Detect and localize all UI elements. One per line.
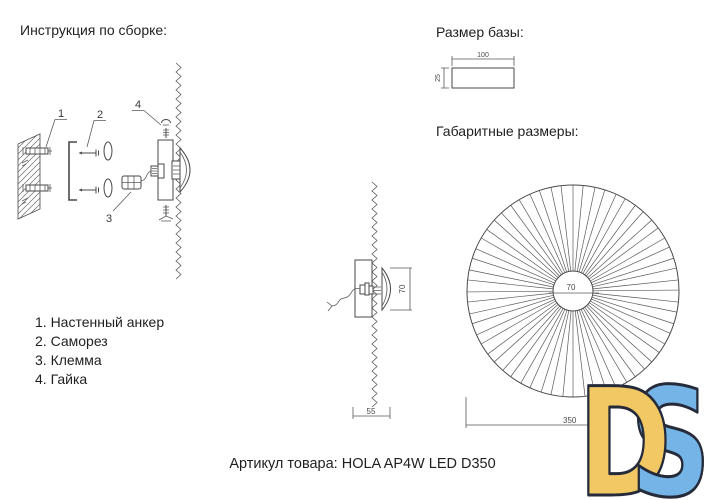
hub-circle xyxy=(552,270,594,312)
wall-hatch-section xyxy=(17,133,41,220)
part-item: 2. Саморез xyxy=(35,333,108,349)
side-depth-label: 70 xyxy=(398,284,407,293)
anchor-mark xyxy=(21,159,29,167)
width-dimension: 55 xyxy=(352,407,391,419)
assembly-title: Инструкция по сборке: xyxy=(20,22,168,38)
part-item: 1. Настенный анкер xyxy=(35,314,165,330)
logo-letter-s-overlap: S xyxy=(630,378,711,500)
assembly-diagram: 1 2 4 3 xyxy=(17,62,191,280)
side-width-label: 55 xyxy=(367,407,376,416)
svg-text:4: 4 xyxy=(135,99,141,111)
screw-vertical xyxy=(163,128,169,138)
lamp-socket xyxy=(359,282,381,296)
wall-line xyxy=(371,181,378,408)
terminal-block xyxy=(121,175,142,190)
base-rect xyxy=(451,67,515,89)
brand-logo: S D S xyxy=(578,378,724,500)
front-view-drawing: 70 350 xyxy=(465,184,680,428)
overall-diameter-label: 350 xyxy=(563,416,577,425)
part-item: 4. Гайка xyxy=(35,371,88,387)
overall-size-title: Габаритные размеры: xyxy=(436,123,579,139)
fan-pleats xyxy=(466,185,680,397)
part-item: 3. Клемма xyxy=(35,352,102,368)
svg-text:1: 1 xyxy=(58,108,64,120)
wall-anchor xyxy=(22,147,52,155)
parts-list: 1. Настенный анкер 2. Саморез 3. Клемма … xyxy=(35,313,164,389)
nut xyxy=(161,119,171,126)
article-label: Артикул товара: HOLA AP4W LED D350 xyxy=(229,456,496,472)
logo-letter-s: S xyxy=(630,378,711,500)
base-size-drawing: 100 25 xyxy=(435,52,515,89)
lamp-socket xyxy=(150,163,165,179)
depth-dimension: 70 xyxy=(390,267,412,311)
base-height-label: 25 xyxy=(435,74,442,82)
anchor-mark xyxy=(21,197,29,205)
screw-vertical xyxy=(158,205,174,222)
side-view-drawing: 70 55 xyxy=(326,181,412,419)
washer-ring xyxy=(103,178,113,198)
base-width-label: 100 xyxy=(477,52,489,59)
base-size-title: Размер базы: xyxy=(436,24,524,40)
screw xyxy=(78,149,99,157)
washer-ring xyxy=(103,141,113,161)
lamp-shade xyxy=(171,146,191,194)
screw xyxy=(78,186,99,194)
logo-letter-d: D xyxy=(578,378,671,500)
callout-3: 3 xyxy=(106,191,132,225)
callout-4: 4 xyxy=(132,99,162,126)
mounting-bracket xyxy=(68,141,77,201)
svg-text:2: 2 xyxy=(97,109,103,121)
svg-text:3: 3 xyxy=(106,213,112,225)
wire xyxy=(326,288,361,312)
callout-1: 1 xyxy=(45,108,67,148)
lamp-shade xyxy=(381,266,391,312)
wall-anchor xyxy=(22,184,52,192)
diameter-dimension: 350 xyxy=(465,397,596,428)
callout-2: 2 xyxy=(86,109,106,148)
hub-diameter-label: 70 xyxy=(567,283,576,292)
